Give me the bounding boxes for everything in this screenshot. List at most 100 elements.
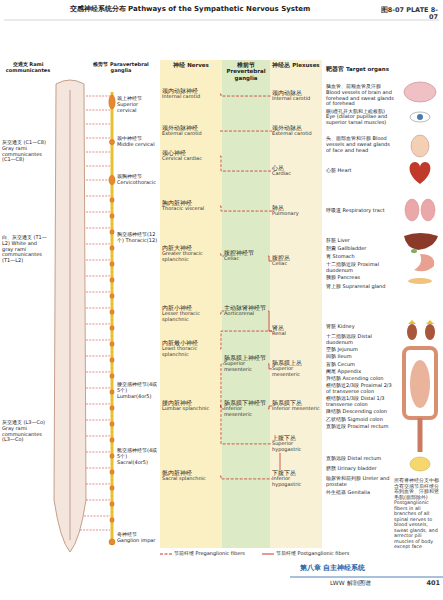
chapter-footer: 第八章 自主神经系统 bbox=[300, 564, 440, 572]
heart-icon bbox=[410, 162, 431, 184]
ganglion-dot bbox=[110, 390, 114, 394]
ganglia-dots bbox=[109, 95, 115, 545]
entry-english: Superior mesenteric bbox=[272, 366, 320, 378]
nerve-entry: 胸内脏神经Thoracic visceral bbox=[162, 200, 220, 212]
organ-label: 十二指肠远段 Distal duodenum bbox=[326, 334, 394, 346]
nerve-entry: 腹腔神经节Celiac bbox=[224, 250, 268, 262]
connector bbox=[220, 206, 272, 211]
nerve-entry: 腰内脏神经Lumbar splanchnic bbox=[162, 400, 220, 412]
nerve-entry: 上腹下丛Superior hypogastric bbox=[272, 435, 320, 453]
entry-english: Sacral splanchnic bbox=[162, 476, 220, 482]
nerve-entry: 主动脉肾神经节Aorticorenal bbox=[224, 305, 268, 317]
header-rule bbox=[4, 20, 439, 21]
face-icon bbox=[411, 135, 429, 157]
kidney-icon bbox=[425, 324, 435, 340]
pancreas-icon bbox=[408, 278, 432, 284]
connector bbox=[220, 254, 224, 256]
ganglion-dot bbox=[110, 518, 114, 522]
ganglion-label: 奇神经节 Ganglion impar bbox=[117, 532, 159, 544]
connector bbox=[220, 131, 272, 132]
organ-label: 肝脏 Liver bbox=[326, 238, 394, 244]
ganglion-dot bbox=[110, 470, 114, 474]
ganglion-dot bbox=[110, 502, 114, 506]
nerve-entry: 颈心神经Cervical cardiac bbox=[162, 150, 220, 162]
rami-lines bbox=[80, 96, 110, 530]
eye-icon bbox=[410, 112, 430, 122]
swatch-line bbox=[262, 554, 274, 555]
entry-english: Inferior mesenteric bbox=[224, 406, 268, 418]
entry-english: Greater thoracic splanchnic bbox=[162, 251, 220, 263]
iris-icon bbox=[417, 114, 423, 120]
nerve-entry: 肠系膜上丛Superior mesenteric bbox=[272, 360, 320, 378]
legend-text: 节前纤维 Preganglionic fibers bbox=[174, 550, 245, 556]
ganglion-dot bbox=[109, 139, 114, 144]
cord-center bbox=[69, 90, 70, 540]
entry-english: Thoracic visceral bbox=[162, 206, 220, 212]
stomach-icon bbox=[414, 254, 434, 271]
connector bbox=[280, 453, 281, 470]
ganglion-label: 胸交感神经节(12个) Thoracic(12) bbox=[117, 232, 159, 244]
connector bbox=[268, 364, 272, 369]
ganglion-dot bbox=[110, 486, 114, 490]
lung-icon bbox=[405, 199, 419, 221]
nerve-entry: 肠系膜下神经节Inferior mesenteric bbox=[224, 400, 268, 418]
nerve-entry: 心丛Cardiac bbox=[272, 165, 320, 177]
organ-label: 空肠 Jejunum bbox=[326, 347, 394, 353]
ganglion-label: 颈上神经节 Superior cervical bbox=[117, 96, 159, 113]
title-text: 交感神经系统分布 Pathways of the Sympathetic Ner… bbox=[20, 6, 360, 14]
gallbladder-icon bbox=[411, 249, 417, 253]
lung-icon bbox=[421, 199, 435, 221]
book-footer: LWW 解剖图谱 bbox=[330, 580, 400, 587]
ganglion-dot bbox=[109, 539, 115, 545]
column-header: 神经丛 Plexuses bbox=[270, 60, 322, 68]
nerve-entry: 肠系膜上神经节Superior mesenteric bbox=[224, 355, 268, 373]
organ-label: 膀胱 Urinary bladder bbox=[326, 466, 394, 472]
ganglion-dot bbox=[109, 176, 115, 185]
organ-label: 阑尾 Appendix bbox=[326, 369, 394, 375]
nerve-entry: 内脏最小神经Least thoracic splanchnic bbox=[162, 340, 220, 358]
ganglion-dot bbox=[109, 95, 115, 109]
nerve-entry: 下腹下丛Inferior hypogastric bbox=[272, 470, 320, 488]
column-band: 神经丛 Plexuses颈内动脉丛Internal carotid颈外动脉丛Ex… bbox=[270, 60, 322, 548]
nerve-entry: 颈外动脉丛External carotid bbox=[272, 125, 320, 137]
kidney-icon bbox=[407, 324, 417, 340]
connector bbox=[220, 94, 272, 96]
band-fill bbox=[160, 60, 222, 548]
adrenal-icon bbox=[408, 320, 434, 324]
organ-label: 头、面部血管和汗腺 Blood vessels and sweat glands… bbox=[326, 136, 394, 153]
ganglion-dot bbox=[110, 326, 114, 330]
entry-english: Celiac bbox=[224, 256, 268, 262]
legend-item: 节后纤维 Postganglionic fibers bbox=[262, 551, 349, 557]
entry-english: Internal carotid bbox=[272, 96, 320, 102]
connector bbox=[268, 311, 272, 331]
band-fill bbox=[270, 60, 322, 548]
ganglion-label: 骶交感神经节(4或5个) Sacral(4or5) bbox=[117, 448, 159, 465]
organ-label: 输尿管和前列腺 Ureter and prostate bbox=[326, 476, 394, 488]
nerve-entry: 颈外动脉神经External carotid bbox=[162, 125, 220, 137]
organ-label: 横结肠近2/3段 Proximal 2/3 of transverse colo… bbox=[326, 383, 394, 395]
organ-label: 直肠近段 Proximal rectum bbox=[326, 424, 394, 430]
organ-label: 胃 Stomach bbox=[326, 254, 394, 260]
organ-label: 升结肠 Ascending colon bbox=[326, 376, 394, 382]
connector bbox=[220, 156, 272, 171]
legend-swatch bbox=[160, 551, 172, 557]
entry-english: Renal bbox=[272, 331, 320, 337]
footer-rule bbox=[290, 577, 443, 578]
connector bbox=[268, 256, 272, 261]
ganglion-dot bbox=[110, 198, 114, 202]
ganglion-dot bbox=[110, 294, 114, 298]
entry-english: External carotid bbox=[272, 131, 320, 137]
column-header: 交通支 Rami communicantes bbox=[2, 62, 54, 74]
column-band: 神经 Nerves颈内动脉神经Internal carotid颈外动脉神经Ext… bbox=[160, 60, 222, 548]
spinal-cord bbox=[54, 80, 86, 552]
column-header: 椎旁节 Paravertebral ganglia bbox=[84, 62, 158, 74]
brain-icon bbox=[404, 82, 436, 102]
nerve-entry: 内脏大神经Greater thoracic splanchnic bbox=[162, 245, 220, 263]
column-header: 神经 Nerves bbox=[160, 60, 222, 68]
entry-english: Superior mesenteric bbox=[224, 361, 268, 373]
nerve-entry: 骶内脏神经Sacral splanchnic bbox=[162, 470, 220, 482]
sympathetic-trunk bbox=[111, 92, 114, 545]
legend-text: 节后纤维 Postganglionic fibers bbox=[276, 550, 349, 556]
column-band: 椎前节 Prevertebral ganglia腹腔神经节Celiac主动脉肾神… bbox=[222, 60, 270, 548]
